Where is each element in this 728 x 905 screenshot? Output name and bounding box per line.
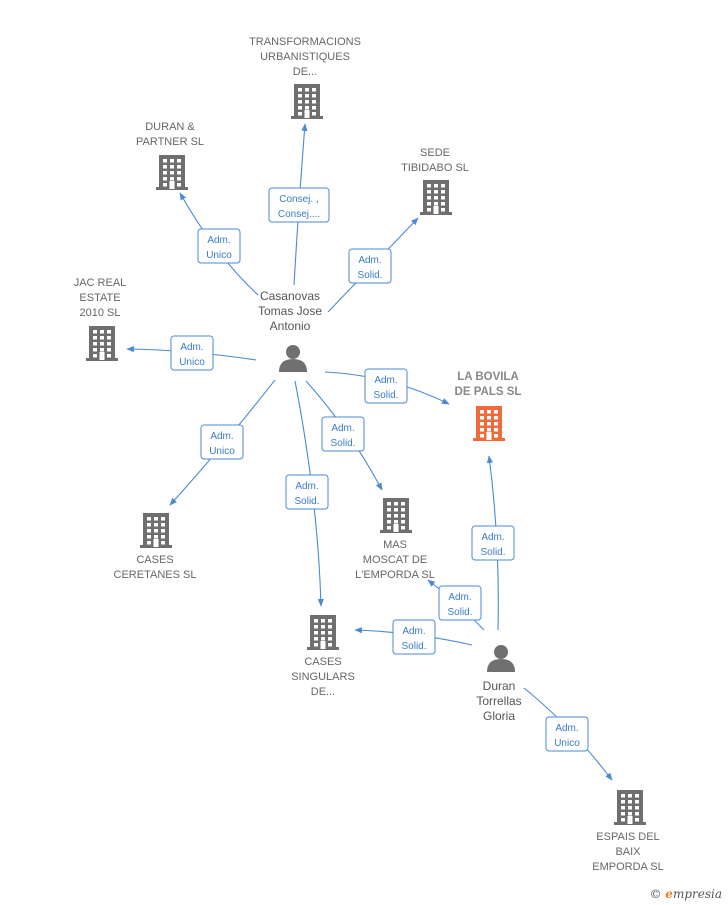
company-node-cases-singulars[interactable]: CASES SINGULARS DE...: [291, 615, 355, 698]
node-label-line: CASES: [304, 656, 341, 668]
edge-role-label[interactable]: Adm. Solid.: [471, 525, 515, 561]
company-node-jac-real[interactable]: JAC REAL ESTATE 2010 SL: [74, 277, 127, 361]
edges-layer: [126, 123, 613, 781]
edge-role-text: Solid.: [357, 270, 382, 281]
person-icon: [279, 345, 307, 372]
company-node-transformacions[interactable]: TRANSFORMACIONS URBANISTIQUES DE...: [249, 36, 361, 119]
node-label-line: CASES: [136, 554, 173, 566]
node-label-line: BAIX: [615, 846, 641, 858]
edge-role-text: Adm.: [402, 626, 425, 637]
node-label-line: CERETANES SL: [114, 569, 197, 581]
edge-role-text: Adm.: [374, 375, 397, 386]
node-label-line: MAS: [383, 539, 407, 551]
node-label-line: DE...: [311, 686, 335, 698]
edge-role-text: Solid.: [373, 390, 398, 401]
edge-role-text: Unico: [209, 446, 235, 457]
node-label-line: Casanovas: [260, 289, 320, 303]
building-icon: [307, 615, 339, 650]
building-icon: [156, 155, 188, 190]
building-icon: [86, 326, 118, 361]
nodes-layer: TRANSFORMACIONS URBANISTIQUES DE... DURAN &…: [74, 36, 664, 873]
node-label-line: URBANISTIQUES: [260, 51, 350, 63]
edge-role-text: Adm.: [448, 592, 471, 603]
node-label-line: JAC REAL: [74, 277, 127, 289]
company-node-espais-baix[interactable]: ESPAIS DEL BAIX EMPORDA SL: [592, 790, 664, 873]
company-node-duran-partner[interactable]: DURAN & PARTNER SL: [136, 121, 204, 190]
node-label-line: EMPORDA SL: [592, 861, 664, 873]
node-label-line: DE...: [293, 66, 317, 78]
edge-role-label[interactable]: Adm. Unico: [200, 424, 244, 460]
edge-role-text: Adm.: [331, 423, 354, 434]
edge-role-text: Adm.: [295, 481, 318, 492]
copyright-icon: ©: [649, 887, 662, 901]
node-label-line: DE PALS SL: [455, 386, 522, 398]
node-label-line: Torrellas: [476, 694, 521, 708]
edge-role-text: Adm.: [555, 723, 578, 734]
edge-role-text: Adm.: [481, 532, 504, 543]
edge-role-label[interactable]: Adm. Solid.: [348, 248, 392, 284]
edge-role-label[interactable]: Adm. Solid.: [285, 474, 329, 510]
edge-role-text: Adm.: [207, 235, 230, 246]
edge-role-label[interactable]: Adm. Solid.: [438, 585, 482, 621]
company-node-cases-ceretanes[interactable]: CASES CERETANES SL: [114, 513, 197, 581]
node-label-line: L'EMPORDA SL: [355, 569, 435, 581]
node-label-line: TRANSFORMACIONS: [249, 36, 361, 48]
edge-role-text: Consej. ,: [279, 194, 318, 205]
node-label-line: ESPAIS DEL: [596, 831, 659, 843]
edge-role-text: Unico: [179, 357, 205, 368]
edge-role-label[interactable]: Adm. Unico: [197, 228, 241, 264]
edge-role-text: Solid.: [447, 607, 472, 618]
edge-role-label[interactable]: Adm. Unico: [170, 335, 214, 371]
node-label-line: Tomas Jose: [258, 304, 322, 318]
node-label-line: PARTNER SL: [136, 136, 204, 148]
edge-role-label[interactable]: Adm. Solid.: [364, 368, 408, 404]
node-label-line: LA BOVILA: [457, 371, 519, 383]
edge-role-text: Solid.: [401, 641, 426, 652]
node-label-line: Gloria: [483, 709, 515, 723]
building-icon: [420, 180, 452, 215]
brand-logo-initial: e: [665, 887, 673, 901]
edge-role-text: Unico: [554, 738, 580, 749]
person-icon: [487, 645, 515, 672]
node-label-line: ESTATE: [79, 292, 120, 304]
edge-role-text: Solid.: [330, 438, 355, 449]
edge-role-text: Adm.: [210, 431, 233, 442]
edge-role-text: Consej....: [278, 209, 320, 220]
node-label-line: TIBIDABO SL: [401, 162, 469, 174]
company-node-la-bovila[interactable]: LA BOVILA DE PALS SL: [455, 371, 522, 441]
brand-logo-text: mpresia: [672, 887, 722, 901]
edge-role-label[interactable]: Adm. Solid.: [321, 416, 365, 452]
edge-role-text: Unico: [206, 250, 232, 261]
node-label-line: SEDE: [420, 147, 450, 159]
node-label-line: DURAN &: [145, 121, 195, 133]
node-label-line: MOSCAT DE: [363, 554, 427, 566]
node-label-line: Antonio: [270, 319, 311, 333]
node-label-line: SINGULARS: [291, 671, 355, 683]
edge-role-text: Solid.: [480, 547, 505, 558]
node-label-line: Duran: [483, 679, 516, 693]
edge-role-label[interactable]: Consej. , Consej....: [268, 187, 330, 223]
building-icon: [473, 406, 505, 441]
empresia-brand[interactable]: © empresia: [649, 887, 722, 901]
node-label-line: 2010 SL: [80, 307, 121, 319]
building-icon: [380, 498, 412, 533]
company-node-mas-moscat[interactable]: MAS MOSCAT DE L'EMPORDA SL: [355, 498, 435, 581]
edge-role-text: Adm.: [180, 342, 203, 353]
edge-role-text: Adm.: [358, 255, 381, 266]
edge-role-label[interactable]: Adm. Solid.: [392, 619, 436, 655]
company-node-sede-tibidabo[interactable]: SEDE TIBIDABO SL: [401, 147, 469, 215]
edge-role-label[interactable]: Adm. Unico: [545, 716, 589, 752]
building-icon: [140, 513, 172, 548]
edge-role-text: Solid.: [294, 496, 319, 507]
building-icon: [614, 790, 646, 825]
building-icon: [291, 84, 323, 119]
